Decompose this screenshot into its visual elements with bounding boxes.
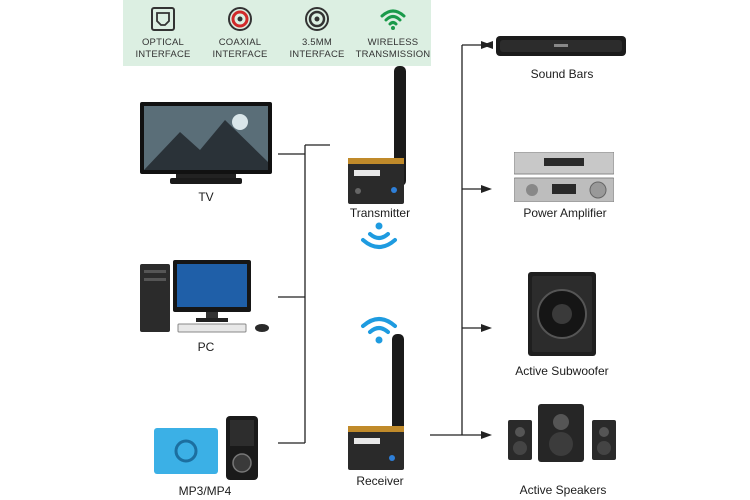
- legend-optical-label: OPTICAL INTERFACE: [135, 37, 191, 60]
- legend-wireless-label: WIRELESS TRANSMISSION: [355, 37, 431, 60]
- pc-image: [140, 260, 269, 333]
- interface-legend: OPTICAL INTERFACE COAXIAL INTERFACE 3.5M…: [123, 0, 431, 66]
- legend-jack-label: 3.5MM INTERFACE: [289, 37, 345, 60]
- pc-label: PC: [197, 340, 215, 354]
- optical-icon: [151, 7, 175, 31]
- receiver-label: Receiver: [356, 474, 404, 488]
- power-amplifier-image: [514, 152, 614, 202]
- soundbar-image: [496, 36, 626, 56]
- audio-jack-icon: [305, 7, 329, 31]
- wifi-signal-down-icon: [361, 222, 397, 249]
- speakers-label: Active Speakers: [519, 483, 607, 497]
- subwoofer-image: [528, 272, 596, 356]
- soundbar-label: Sound Bars: [530, 67, 594, 81]
- wifi-signal-up-icon: [361, 317, 397, 344]
- active-speakers-image: [508, 404, 616, 462]
- wifi-icon: [380, 9, 406, 30]
- transmitter-label: Transmitter: [349, 206, 411, 220]
- transmitter-image: [348, 66, 406, 204]
- receiver-image: [348, 334, 404, 470]
- tv-label: TV: [198, 190, 214, 204]
- mp3-mp4-image: [154, 416, 258, 480]
- tv-image: [140, 102, 272, 184]
- amplifier-label: Power Amplifier: [523, 206, 607, 220]
- legend-wireless: WIRELESS TRANSMISSION: [355, 0, 431, 66]
- mp3-mp4-label: MP3/MP4: [178, 484, 232, 498]
- legend-coaxial-label: COAXIAL INTERFACE: [212, 37, 268, 60]
- subwoofer-label: Active Subwoofer: [515, 364, 609, 378]
- legend-optical: OPTICAL INTERFACE: [125, 0, 201, 66]
- coaxial-icon: [228, 7, 252, 31]
- legend-coaxial: COAXIAL INTERFACE: [202, 0, 278, 66]
- legend-jack: 3.5MM INTERFACE: [279, 0, 355, 66]
